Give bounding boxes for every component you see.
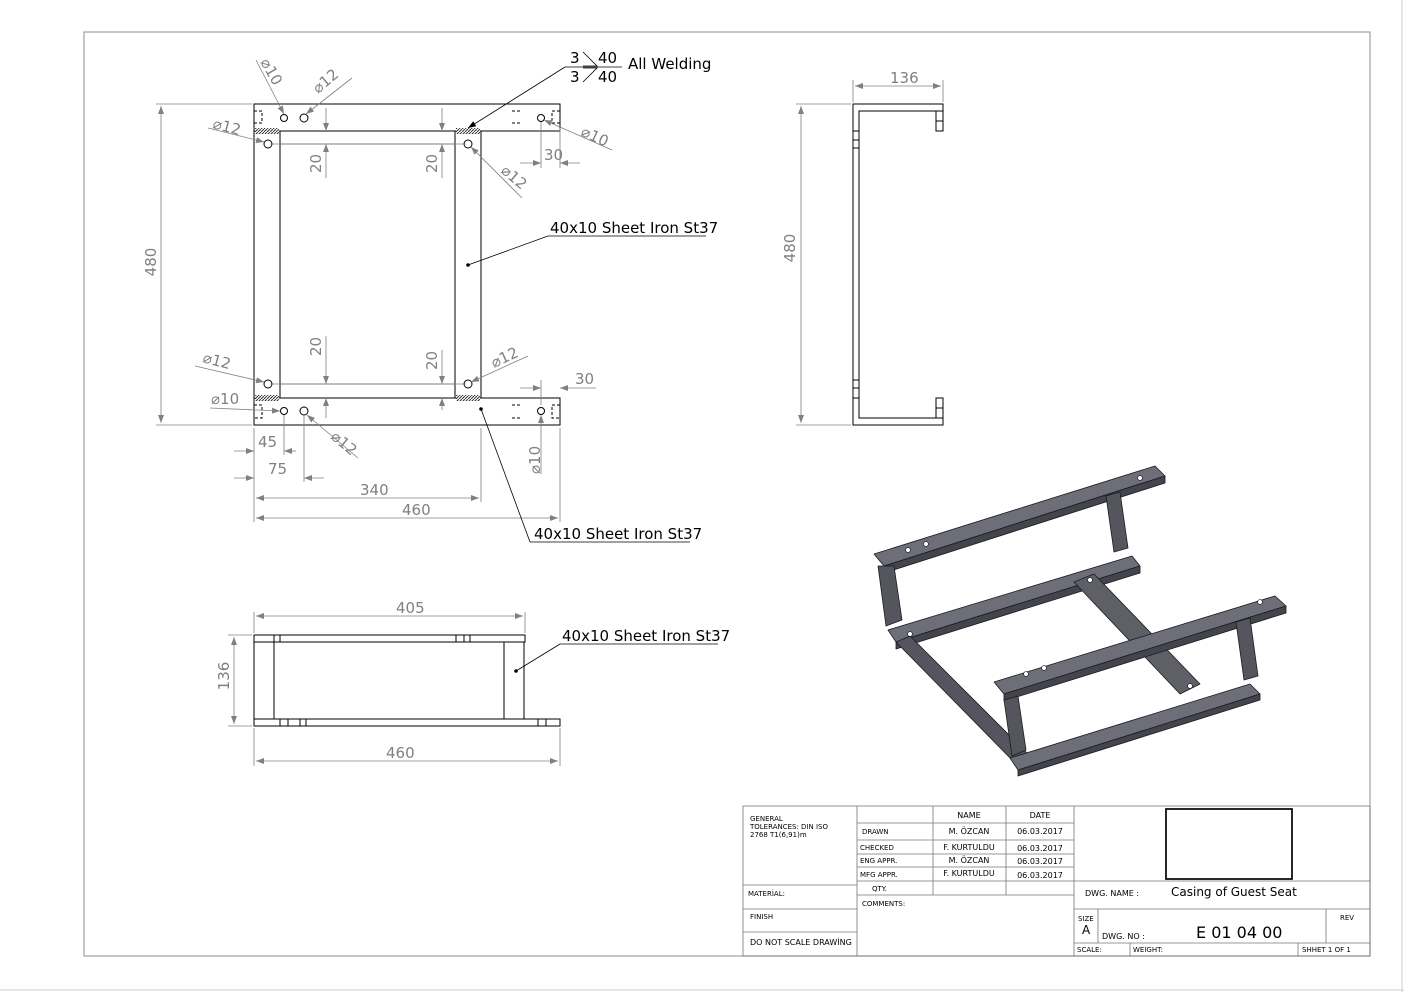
front-view-dim-lines — [228, 612, 561, 766]
hole-d10-b: ⌀10 — [578, 122, 611, 150]
hole-d10-c: ⌀10 — [211, 390, 239, 408]
tb-mfg-name: F. KURTULDU — [943, 869, 995, 878]
dim-20-d: 20 — [423, 351, 441, 370]
tb-dwg-no-label: DWG. NO : — [1102, 932, 1145, 941]
weld-bottom-length: 40 — [598, 68, 617, 86]
hole-d12-b: ⌀12 — [211, 114, 243, 139]
dim-20-a: 20 — [307, 154, 325, 173]
dim-460-front: 460 — [386, 744, 415, 762]
isometric-holes — [905, 475, 1263, 689]
tb-scale: SCALE: — [1077, 946, 1102, 954]
weld-bottom-size: 3 — [570, 68, 580, 86]
hole-d12-f: ⌀12 — [327, 427, 360, 459]
top-view — [253, 103, 561, 426]
dim-20-c: 20 — [307, 337, 325, 356]
hole-d12-a: ⌀12 — [309, 65, 342, 97]
tb-comments: COMMENTS: — [862, 900, 905, 908]
hole-d12-e: ⌀12 — [488, 343, 521, 371]
side-view — [852, 103, 944, 426]
dim-30-b: 30 — [575, 370, 594, 388]
sheet-note-2: 40x10 Sheet Iron St37 — [534, 525, 702, 543]
hole-d10-d: ⌀10 — [526, 446, 544, 474]
tb-eng-date: 06.03.2017 — [1017, 857, 1063, 866]
tb-weight: WEIGHT: — [1133, 946, 1163, 954]
tb-qty: QTY. — [872, 885, 887, 893]
weld-label: All Welding — [628, 55, 711, 73]
tb-drawn-role: DRAWN — [862, 828, 889, 836]
tb-checked-name: F. KURTULDU — [943, 843, 995, 852]
dim-460-top: 460 — [402, 501, 431, 519]
tb-general: GENERAL — [750, 815, 783, 823]
tb-mfg-date: 06.03.2017 — [1017, 871, 1063, 880]
hole-d12-c: ⌀12 — [497, 161, 530, 193]
title-block — [742, 805, 1371, 957]
tb-dwg-name: Casing of Guest Seat — [1171, 885, 1297, 899]
tb-finish: FINISH — [750, 913, 773, 921]
tb-drawn-date: 06.03.2017 — [1017, 827, 1063, 836]
tb-checked-role: CHECKED — [860, 844, 894, 852]
weld-top-size: 3 — [570, 49, 580, 67]
tb-sheet: SHHET 1 OF 1 — [1302, 946, 1351, 954]
top-view-dim-lines — [156, 59, 613, 522]
dim-340: 340 — [360, 481, 389, 499]
tb-size: A — [1082, 923, 1091, 937]
side-view-dim-lines — [796, 80, 944, 426]
tb-tol-std: 2768 T1(6,91)m — [750, 831, 807, 839]
tb-dwg-no: E 01 04 00 — [1196, 923, 1282, 942]
tb-eng-name: M. ÖZCAN — [949, 855, 990, 865]
sheet-note-3: 40x10 Sheet Iron St37 — [562, 627, 730, 645]
tb-header-name: NAME — [957, 811, 980, 820]
sheet-note-dots — [466, 263, 518, 673]
sheet-border — [83, 31, 1371, 957]
hole-d12-d: ⌀12 — [201, 348, 233, 373]
tb-material: MATERİAL: — [748, 889, 785, 898]
dim-405: 405 — [396, 599, 425, 617]
tb-size-label: SIZE — [1078, 915, 1094, 923]
tb-no-scale: DO NOT SCALE DRAWİNG — [750, 937, 852, 947]
dim-45: 45 — [258, 433, 277, 451]
front-view — [253, 634, 561, 727]
sheet-note-1: 40x10 Sheet Iron St37 — [550, 219, 718, 237]
weld-marks — [255, 128, 480, 401]
hole-d10-a: ⌀10 — [257, 55, 287, 88]
logo-box — [1165, 808, 1293, 880]
tb-tolerances: TOLERANCES: DIN ISO — [749, 823, 828, 831]
tb-header-date: DATE — [1030, 811, 1051, 820]
tb-rev: REV — [1340, 914, 1354, 922]
dim-136-front: 136 — [215, 662, 233, 691]
tb-dwg-name-label: DWG. NAME : — [1085, 889, 1139, 898]
tb-checked-date: 06.03.2017 — [1017, 844, 1063, 853]
tb-mfg-role: MFG APPR. — [860, 871, 898, 879]
weld-symbol — [467, 51, 622, 129]
isometric-view — [873, 465, 1287, 777]
dim-136-side: 136 — [890, 69, 919, 87]
dim-20-b: 20 — [423, 154, 441, 173]
sheet-note-leaders — [467, 235, 718, 672]
tb-drawn-name: M. ÖZCAN — [949, 826, 990, 836]
weld-top-length: 40 — [598, 49, 617, 67]
tb-eng-role: ENG APPR. — [860, 857, 897, 865]
dim-30-a: 30 — [544, 146, 563, 164]
dim-480-top: 480 — [142, 248, 160, 277]
dim-75: 75 — [268, 460, 287, 478]
dim-480-side: 480 — [781, 234, 799, 263]
